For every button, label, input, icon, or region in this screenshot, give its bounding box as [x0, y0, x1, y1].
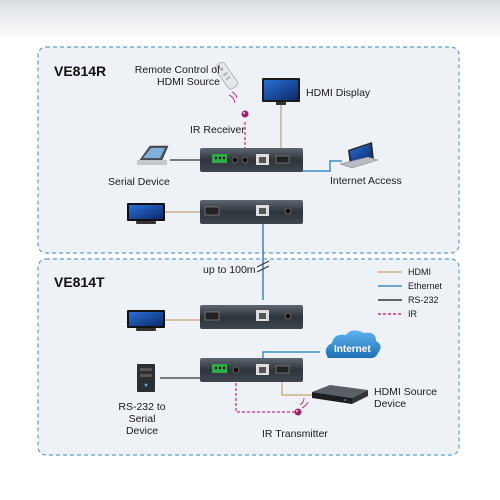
- label-distance: up to 100m: [203, 264, 256, 276]
- label-ir-receiver: IR Receiver: [190, 124, 245, 136]
- section-receiver-title: VE814R: [54, 63, 107, 79]
- remote-control-icon: [214, 61, 239, 90]
- ethernet-line-to-internet: [262, 351, 320, 360]
- section-transmitter-title: VE814T: [54, 274, 105, 290]
- label-rs232-serial-device: RS-232 to Serial Device: [118, 401, 166, 437]
- label-internet-access: Internet Access: [330, 175, 402, 187]
- label-ir-transmitter: IR Transmitter: [262, 428, 328, 440]
- ir-transmitter-line: [235, 378, 296, 413]
- serial-device-icon: [137, 145, 169, 165]
- label-hdmi-source-device: HDMI Source Device: [374, 386, 438, 410]
- ir-signal-arcs: [228, 91, 238, 104]
- tv-icon-transmitter: [127, 310, 165, 331]
- transmitter-unit-front: [200, 358, 303, 382]
- ir-receiver-icon: [241, 110, 249, 118]
- label-internet-cloud: Internet: [334, 344, 371, 355]
- laptop-icon: [339, 142, 379, 169]
- serial-device-tower-icon: [137, 364, 155, 392]
- label-hdmi-display: HDMI Display: [306, 87, 371, 99]
- break-mark: [256, 260, 270, 273]
- legend-label-ethernet: Ethernet: [408, 281, 443, 291]
- label-serial-device: Serial Device: [108, 176, 170, 188]
- legend-label-ir: IR: [408, 309, 417, 319]
- legend-label-rs232: RS-232: [408, 295, 439, 305]
- receiver-unit-back: [200, 200, 303, 224]
- internet-cloud-icon: [325, 330, 381, 359]
- receiver-unit-front: [200, 148, 303, 172]
- hdmi-display-icon: [262, 78, 300, 105]
- hdmi-source-device-icon: [312, 385, 368, 404]
- transmitter-unit-back: [200, 305, 303, 329]
- tv-icon-receiver: [127, 203, 165, 224]
- legend-label-hdmi: HDMI: [408, 267, 431, 277]
- section-transmitter-panel: [37, 258, 460, 456]
- legend: [378, 271, 402, 315]
- ir-transmitter-icon: [294, 397, 309, 416]
- label-remote-control: Remote Control of HDMI Source: [134, 64, 220, 88]
